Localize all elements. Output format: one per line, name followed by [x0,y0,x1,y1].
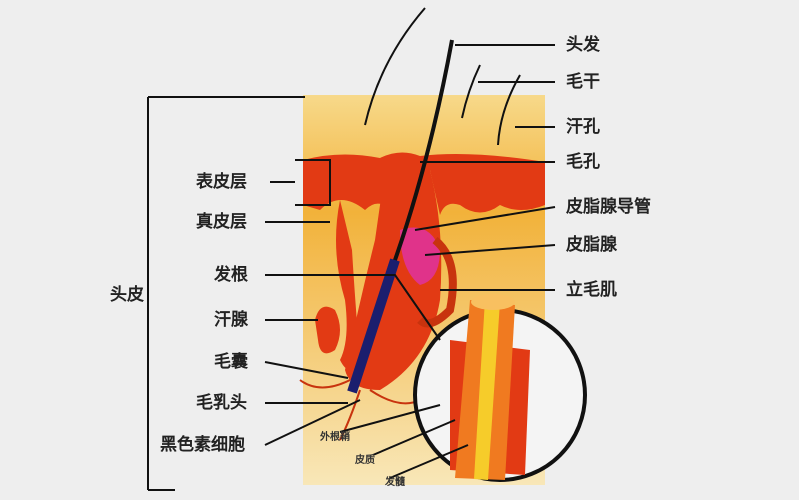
label-melanocyte: 黑色素细胞 [160,435,245,455]
label-sebaceous-duct: 皮脂腺导管 [566,197,651,217]
label-papilla: 毛乳头 [196,393,247,413]
label-hair: 头发 [566,35,600,55]
sweat-gland [315,306,340,354]
label-hair-shaft: 毛干 [566,72,600,92]
epidermis-layer [303,152,545,215]
label-scalp: 头皮 [110,285,144,305]
label-sebaceous-gland: 皮脂腺 [566,235,617,255]
sebaceous-gland [400,227,440,285]
label-outer-root-sheath: 外根鞘 [320,432,350,443]
inset-magnified [413,294,587,482]
label-medulla: 发髓 [385,477,405,488]
label-follicle: 毛囊 [214,352,248,372]
label-hair-root: 发根 [214,265,248,285]
leader-lines [147,44,556,491]
label-dermis: 真皮层 [196,212,247,232]
label-hair-pore: 毛孔 [566,152,600,172]
label-cortex: 皮质 [355,455,375,466]
label-sweat-gland: 汗腺 [214,310,248,330]
sweat-duct [336,200,360,370]
label-epidermis: 表皮层 [196,172,247,192]
label-arrector-pili: 立毛肌 [566,280,617,300]
label-sweat-pore: 汗孔 [566,117,600,137]
